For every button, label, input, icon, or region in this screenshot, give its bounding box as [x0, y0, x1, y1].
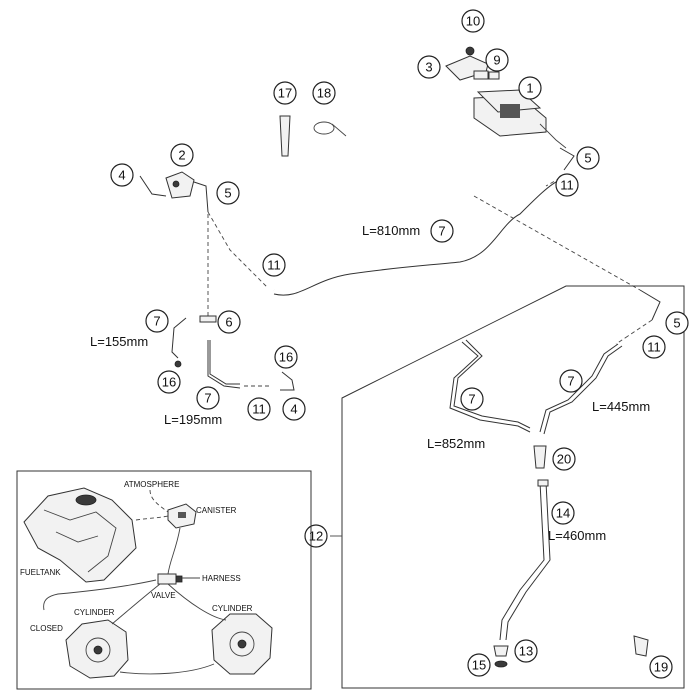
svg-text:9: 9	[493, 53, 500, 68]
svg-text:7: 7	[468, 392, 475, 407]
svg-text:10: 10	[466, 14, 480, 29]
callout-16-right: 16	[274, 345, 298, 369]
label-atmosphere: ATMOSPHERE	[124, 480, 179, 489]
callout-6: 6	[217, 310, 241, 334]
svg-text:3: 3	[425, 60, 432, 75]
inset-lines	[43, 489, 227, 675]
label-harness: HARNESS	[202, 574, 241, 583]
svg-text:16: 16	[162, 375, 176, 390]
callout-16-left: 16	[157, 370, 181, 394]
cylinder-left-illustration	[65, 619, 129, 679]
svg-text:2: 2	[178, 148, 185, 163]
svg-text:7: 7	[204, 391, 211, 406]
callout-7-155: 7	[145, 309, 169, 333]
dim-852: L=852mm	[427, 436, 485, 451]
svg-text:4: 4	[290, 402, 297, 417]
svg-text:5: 5	[673, 316, 680, 331]
svg-text:11: 11	[560, 178, 574, 193]
callout-7-195: 7	[196, 386, 220, 410]
fuel-tank-illustration	[23, 487, 137, 583]
svg-text:18: 18	[317, 86, 331, 101]
callout-11-lower: 11	[247, 397, 271, 421]
svg-text:16: 16	[279, 350, 293, 365]
hose-network-left	[171, 214, 295, 391]
label-fueltank: FUELTANK	[20, 568, 61, 577]
hose-network-lower	[449, 335, 649, 668]
callout-11-center: 11	[262, 253, 286, 277]
svg-text:19: 19	[654, 660, 668, 675]
callout-4-lower: 4	[282, 397, 306, 421]
inset-schematic: ATMOSPHERE CANISTER FUELTANK HARNESS VAL…	[16, 470, 312, 690]
callout-7-810: 7	[430, 219, 454, 243]
svg-text:4: 4	[118, 168, 125, 183]
svg-text:20: 20	[557, 452, 571, 467]
svg-text:7: 7	[153, 314, 160, 329]
svg-text:1: 1	[526, 81, 533, 96]
hose-network-upper	[139, 147, 661, 337]
callout-12: 12	[304, 524, 328, 548]
callout-11-right: 11	[642, 335, 666, 359]
svg-text:15: 15	[472, 658, 486, 673]
callout-13: 13	[514, 639, 538, 663]
group-12-frame	[341, 285, 685, 689]
label-cylinder-right: CYLINDER	[212, 604, 253, 613]
svg-text:7: 7	[438, 224, 445, 239]
callout-17: 17	[273, 81, 297, 105]
cylinder-right-illustration	[211, 613, 273, 675]
callout-4-upper: 4	[110, 163, 134, 187]
hose-clip	[279, 115, 291, 157]
dim-155: L=155mm	[90, 334, 148, 349]
dim-810: L=810mm	[362, 223, 420, 238]
svg-text:14: 14	[556, 506, 570, 521]
svg-text:5: 5	[224, 186, 231, 201]
inset-canister	[167, 503, 197, 529]
svg-text:11: 11	[647, 340, 661, 355]
svg-text:11: 11	[252, 402, 266, 417]
carbon-canister	[473, 89, 567, 149]
callout-2: 2	[170, 143, 194, 167]
callout-18: 18	[312, 81, 336, 105]
callout-15: 15	[467, 653, 491, 677]
tank-vent-valve	[165, 171, 195, 199]
callout-20: 20	[552, 447, 576, 471]
callout-11-right-upper: 11	[555, 173, 579, 197]
svg-text:12: 12	[309, 529, 323, 544]
label-closed: CLOSED	[30, 624, 63, 633]
svg-text:6: 6	[225, 315, 232, 330]
dim-445: L=445mm	[592, 399, 650, 414]
dim-460: L=460mm	[548, 528, 606, 543]
callout-1: 1	[518, 76, 542, 100]
label-valve: VALVE	[151, 591, 176, 600]
cable-tie	[313, 121, 347, 137]
callout-19: 19	[649, 655, 673, 679]
svg-text:7: 7	[567, 374, 574, 389]
inset-valve	[157, 573, 200, 585]
svg-text:5: 5	[584, 151, 591, 166]
svg-text:13: 13	[519, 644, 533, 659]
svg-text:17: 17	[278, 86, 292, 101]
callout-7-445: 7	[559, 369, 583, 393]
dim-195: L=195mm	[164, 412, 222, 427]
mounting-nut	[473, 70, 500, 80]
callout-3: 3	[417, 55, 441, 79]
callout-14: 14	[551, 501, 575, 525]
label-canister: CANISTER	[196, 506, 237, 515]
callout-10: 10	[461, 9, 485, 33]
svg-text:11: 11	[267, 258, 281, 273]
label-cylinder-left: CYLINDER	[74, 608, 115, 617]
callout-7-852: 7	[460, 387, 484, 411]
callout-5-right: 5	[665, 311, 689, 335]
callout-5-left: 5	[216, 181, 240, 205]
callout-5-top-right: 5	[576, 146, 600, 170]
callout-9: 9	[485, 48, 509, 72]
